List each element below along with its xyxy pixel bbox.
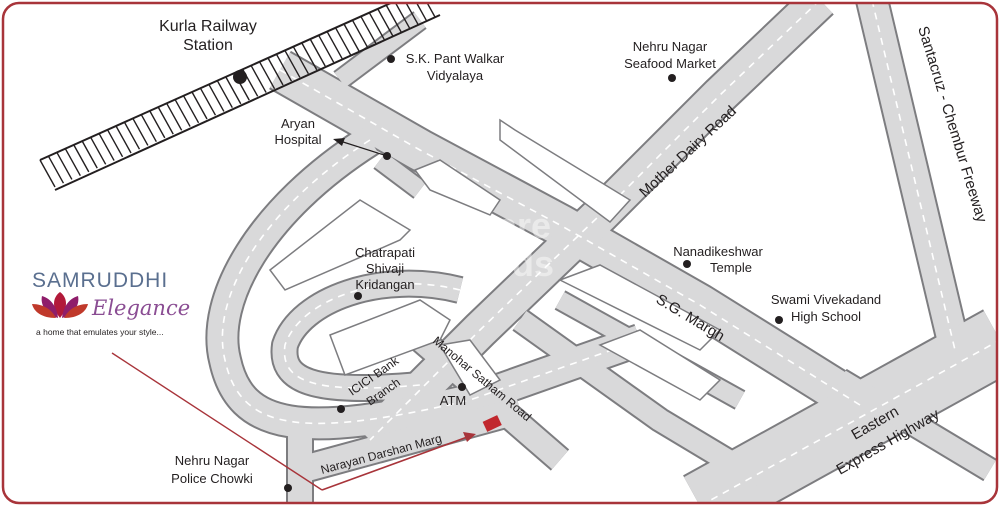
station-dot-icon [233, 70, 247, 84]
rail-tie [73, 144, 90, 173]
sk-pant-dot-icon [387, 55, 395, 63]
rail-tie [334, 27, 352, 56]
rail-tie [149, 110, 166, 139]
landmark-swami-line2: High School [791, 309, 861, 324]
rail-tie [275, 53, 293, 82]
landmark-sk-pant-line2: Vidyalaya [427, 68, 484, 83]
watermark: Square Yards [429, 205, 554, 284]
rail-tie [132, 118, 149, 146]
icici-dot-icon [337, 405, 345, 413]
rail-tie [301, 42, 318, 71]
pointer-arrow-icon [463, 432, 476, 442]
rail-tie [166, 102, 183, 131]
landmark-nanadikeshwar-line2: Temple [710, 260, 752, 275]
landmark-seafood-line2: Seafood Market [624, 56, 716, 71]
rail-tie [115, 125, 132, 154]
swami-dot-icon [775, 316, 783, 324]
lotus-icon [32, 292, 88, 318]
seafood-dot-icon [668, 74, 676, 82]
landmark-atm: ATM [440, 393, 466, 408]
chatrapati-dot-icon [354, 292, 362, 300]
aryan-arrow-icon [333, 138, 345, 146]
rail-tie [56, 152, 73, 180]
rail-tie [326, 31, 343, 59]
rail-tie [368, 12, 385, 41]
rail-tie [360, 16, 377, 44]
landmark-kurla-line2: Station [183, 37, 233, 54]
rail-tie [318, 34, 335, 63]
landmark-seafood-line1: Nehru Nagar [633, 39, 708, 54]
landmark-police-line2: Police Chowki [171, 471, 253, 486]
landmark-police-line1: Nehru Nagar [175, 453, 250, 468]
landmark-chatrapati-line2: Shivaji [366, 261, 404, 276]
site-pointer [111, 352, 476, 491]
landmark-sk-pant-line1: S.K. Pant Walkar [406, 51, 505, 66]
rail-tie [351, 19, 369, 48]
brand-logo: Samruddhi Elegance a home that emulates … [32, 269, 190, 337]
landmark-aryan-line2: Hospital [275, 132, 322, 147]
rail-tie [250, 65, 267, 93]
brand-name-line1: Samruddhi [32, 269, 168, 292]
brand-tagline: a home that emulates your style... [36, 327, 164, 337]
rail-tie [98, 133, 115, 161]
rail-tie [216, 80, 233, 109]
rail-tie [284, 50, 301, 78]
rail-tie [123, 121, 141, 150]
rail-tie [267, 57, 284, 86]
rail-tie [225, 76, 242, 105]
rail-tie [39, 159, 56, 188]
rail-tie [157, 106, 174, 135]
city-blocks [268, 118, 722, 401]
rail-tie [199, 87, 217, 116]
rail-tie [309, 38, 326, 67]
rail-tie [90, 136, 107, 165]
rail-tie [81, 140, 98, 169]
rail-tie [191, 91, 208, 120]
landmark-swami-line1: Swami Vivekadand [771, 292, 881, 307]
rail-tie [182, 95, 200, 124]
landmark-aryan-line1: Aryan [281, 116, 315, 131]
rail-tie [343, 23, 360, 52]
brand-name-line2: Elegance [91, 296, 190, 320]
rail-tie [106, 129, 124, 158]
rail-tie [174, 99, 191, 127]
rail-tie [410, 3, 428, 22]
rail-tie [292, 46, 309, 75]
watermark-line1: Square [429, 205, 551, 246]
landmark-chatrapati-line3: Kridangan [355, 277, 414, 292]
rail-tie [394, 3, 411, 29]
rail-tie [64, 148, 81, 177]
rail-tie [258, 61, 276, 90]
landmark-nanadikeshwar-line1: Nanadikeshwar [673, 244, 763, 259]
site-square-icon [482, 415, 502, 432]
aryan-dot-icon [383, 152, 391, 160]
rail-tie [47, 155, 65, 184]
rail-tie [377, 8, 394, 37]
nanadikeshwar-dot-icon [683, 260, 691, 268]
atm-dot-icon [458, 383, 466, 391]
aryan-pointer-line [339, 140, 385, 156]
landmark-chatrapati-line1: Chatrapati [355, 245, 415, 260]
rail-tie [208, 84, 225, 112]
rail-tie [140, 114, 157, 143]
rail-tie [402, 3, 419, 25]
watermark-line2: Yards [456, 243, 554, 284]
police-dot-icon [284, 484, 292, 492]
rail-tie [385, 4, 402, 33]
landmark-kurla-line1: Kurla Railway [159, 18, 257, 35]
